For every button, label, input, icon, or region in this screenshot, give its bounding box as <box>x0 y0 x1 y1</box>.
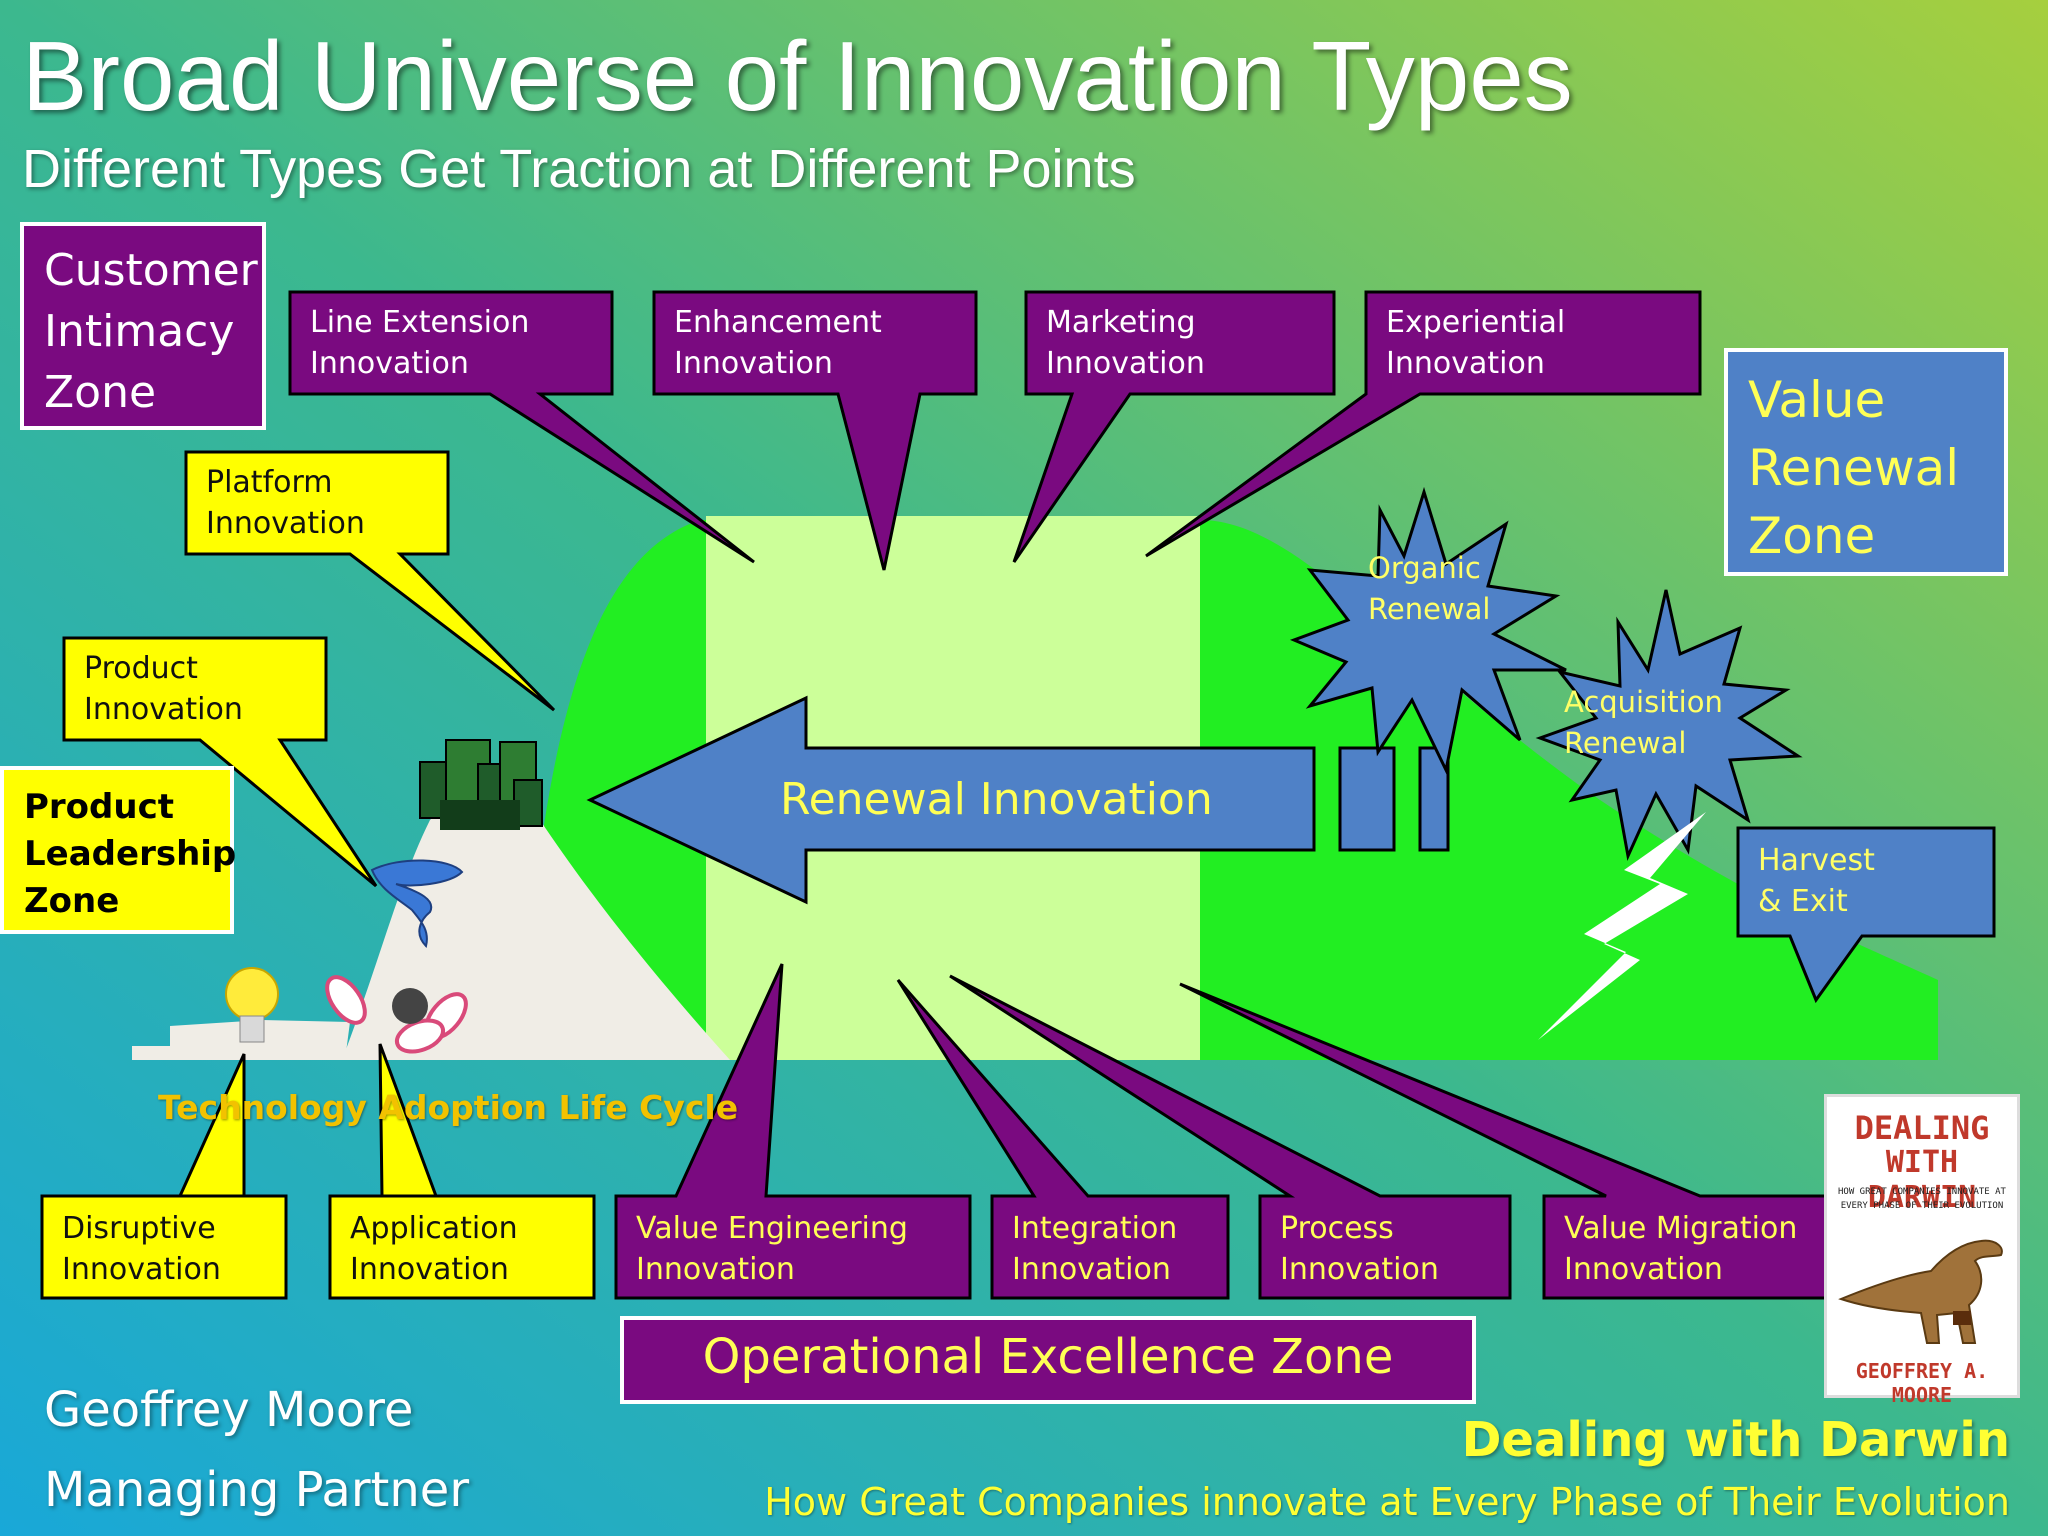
star-line: Renewal <box>1368 592 1491 626</box>
book-cover-author: GEOFFREY A. MOORE <box>1855 1359 1989 1407</box>
callout-line: Innovation <box>1012 1252 1171 1287</box>
callout-line: Marketing <box>1046 305 1196 340</box>
callout-disruptive: Disruptive Innovation <box>62 1208 221 1290</box>
callout-line: Innovation <box>1046 346 1205 381</box>
callout-experiential: Experiential Innovation <box>1386 302 1565 384</box>
renewal-innovation-label: Renewal Innovation <box>780 774 1213 825</box>
callout-process-shape <box>949 974 1512 1300</box>
starburst-organic-label: Organic Renewal <box>1368 548 1490 630</box>
callout-line: Experiential <box>1386 305 1566 340</box>
author-name: Geoffrey Moore <box>44 1382 414 1438</box>
skyscrapers-icon <box>419 739 543 830</box>
page-title: Broad Universe of Innovation Types <box>22 21 1573 131</box>
callout-platform: Platform Innovation <box>206 462 365 544</box>
callout-disruptive-shape <box>40 1053 288 1300</box>
callout-enhancement-shape <box>652 290 978 571</box>
starburst-acquisition <box>1535 589 1803 862</box>
callout-line: Innovation <box>674 346 833 381</box>
zone-label-line: Intimacy <box>44 306 235 357</box>
callout-line: Value Migration <box>1564 1211 1798 1246</box>
starburst-organic <box>1289 486 1567 775</box>
renewal-arrow-bar-1 <box>1338 746 1396 852</box>
value-renewal-zone: Value Renewal Zone <box>1724 348 2008 576</box>
zone-label-line: Leadership <box>24 834 237 874</box>
callout-harvest-shape <box>1736 826 1996 1004</box>
author-role: Managing Partner <box>44 1462 470 1518</box>
zone-label-line: Product <box>24 787 174 827</box>
callout-line: Platform <box>206 465 333 500</box>
technology-adoption-life-cycle-label: Technology Adoption Life Cycle <box>158 1088 739 1127</box>
callout-line: Innovation <box>1564 1252 1723 1287</box>
book-cover: DEALING WITH DARWIN HOW GREAT COMPANIES … <box>1824 1094 2020 1407</box>
zone-label-line: Zone <box>44 367 157 418</box>
book-title: Dealing with Darwin <box>1461 1412 2010 1468</box>
callout-value-engineering: Value Engineering Innovation <box>636 1208 908 1290</box>
callout-line: Innovation <box>310 346 469 381</box>
callout-process: Process Innovation <box>1280 1208 1439 1290</box>
callout-marketing-shape <box>1012 290 1336 563</box>
customer-intimacy-zone: Customer Intimacy Zone <box>20 222 266 430</box>
callout-value-migration: Value Migration Innovation <box>1564 1208 1797 1290</box>
callout-platform-shape <box>184 450 556 712</box>
zone-label-line: Renewal <box>1748 439 1960 497</box>
page-subtitle: Different Types Get Traction at Differen… <box>22 139 1136 199</box>
bowling-pins-icon <box>325 975 468 1054</box>
renewal-arrow <box>586 695 1316 905</box>
book-cover-title-1: DEALING <box>1854 1109 1990 1147</box>
callout-line: Application <box>350 1211 518 1246</box>
callout-line: Process <box>1280 1211 1394 1246</box>
callout-line: Enhancement <box>674 305 882 340</box>
operational-excellence-zone: Operational Excellence Zone <box>620 1316 1476 1404</box>
callout-line-extension: Line Extension Innovation <box>310 302 529 384</box>
callout-product-shape <box>62 636 378 888</box>
callout-line-extension-shape <box>288 290 755 564</box>
star-line: Renewal <box>1564 726 1687 760</box>
callout-line: Innovation <box>206 506 365 541</box>
callout-line: Harvest <box>1758 843 1875 878</box>
callout-value-migration-shape <box>1179 982 1832 1300</box>
callout-product: Product Innovation <box>84 648 243 730</box>
lightning-bolt-icon <box>1538 812 1706 1040</box>
callout-harvest-exit: Harvest & Exit <box>1758 840 1875 922</box>
callout-line: Integration <box>1012 1211 1178 1246</box>
callout-enhancement: Enhancement Innovation <box>674 302 882 384</box>
book-cover-title-2: WITH DARWIN <box>1867 1145 1977 1215</box>
callout-application-shape <box>328 1043 596 1300</box>
zone-label-line: Zone <box>1748 507 1876 565</box>
callout-line: & Exit <box>1758 884 1848 919</box>
callout-integration-shape <box>896 979 1230 1300</box>
zone-label-line: Customer <box>44 245 258 296</box>
book-subtitle: How Great Companies innovate at Every Ph… <box>764 1480 2010 1524</box>
callout-line: Innovation <box>350 1252 509 1287</box>
lightbulb-icon <box>225 967 279 1043</box>
product-leadership-zone: Product Leadership Zone <box>0 766 237 934</box>
callout-integration: Integration Innovation <box>1012 1208 1177 1290</box>
book-cover-tagline: HOW GREAT COMPANIES INNOVATE AT EVERY PH… <box>1838 1187 2006 1211</box>
callout-line: Innovation <box>1280 1252 1439 1287</box>
dinosaur-icon <box>1838 1239 2003 1344</box>
callout-line: Line Extension <box>310 305 530 340</box>
star-line: Organic <box>1368 551 1481 585</box>
callout-marketing: Marketing Innovation <box>1046 302 1205 384</box>
callout-experiential-shape <box>1145 290 1702 558</box>
callout-line: Innovation <box>1386 346 1545 381</box>
callout-line: Product <box>84 651 198 686</box>
star-line: Acquisition <box>1564 685 1723 719</box>
tornado-icon <box>370 859 464 948</box>
mountain-peak <box>342 790 730 1060</box>
callout-line: Innovation <box>84 692 243 727</box>
zone-label-line: Value <box>1748 371 1886 429</box>
callout-line: Disruptive <box>62 1211 216 1246</box>
callout-line: Innovation <box>636 1252 795 1287</box>
callout-application: Application Innovation <box>350 1208 518 1290</box>
callout-line: Innovation <box>62 1252 221 1287</box>
starburst-acquisition-label: Acquisition Renewal <box>1564 682 1723 764</box>
callout-value-engineering-shape <box>614 963 972 1300</box>
zone-label-line: Zone <box>24 881 120 921</box>
callout-line: Value Engineering <box>636 1211 908 1246</box>
